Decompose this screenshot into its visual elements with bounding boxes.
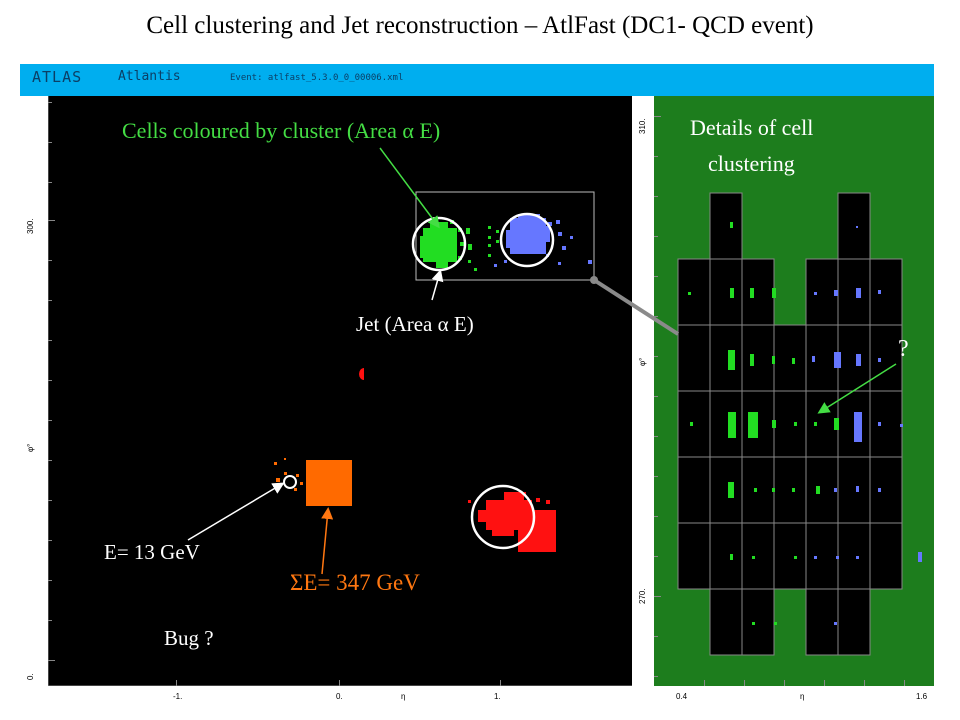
green-cells xyxy=(688,222,839,625)
x-tick-label: 0.4 xyxy=(676,692,688,701)
x-tick-label: 1. xyxy=(494,692,501,701)
orange-cell-cluster xyxy=(274,458,352,506)
annotation-cells-coloured: Cells coloured by cluster (Area α E) xyxy=(122,118,441,143)
x-tick-label: 0. xyxy=(336,692,343,701)
main-plot-panel: 300. φ° 0. -1. 0. η 1. xyxy=(20,96,632,708)
red-cell-cluster xyxy=(468,492,556,552)
annotation-sum-energy: ΣE= 347 GeV xyxy=(290,570,420,595)
x-axis-label: η xyxy=(401,692,406,701)
annotation-bug: Bug ? xyxy=(164,626,214,650)
arrow-cells xyxy=(379,147,440,229)
arrow-question xyxy=(817,363,897,414)
annotation-e13: E= 13 GeV xyxy=(104,540,200,564)
annotation-details: Details of cell clustering xyxy=(690,110,890,182)
zoom-link-line xyxy=(592,278,680,336)
annotation-details-line2: clustering xyxy=(708,151,795,176)
arrow-sum xyxy=(321,507,334,575)
blue-cells xyxy=(812,226,922,625)
detail-plot-panel: 310. φ° 270. 0.4 η 1.6 xyxy=(632,96,934,708)
atlas-logo: ATLAS xyxy=(32,68,83,86)
zoom-link-anchor xyxy=(590,276,598,284)
detail-canvas[interactable] xyxy=(654,96,934,686)
arrow-e13 xyxy=(187,482,285,541)
atlantis-header-bar: ATLAS Atlantis Event: atlfast_5.3.0_0_00… xyxy=(20,64,934,96)
eta-phi-canvas[interactable] xyxy=(47,96,632,687)
slide-title: Cell clustering and Jet reconstruction –… xyxy=(146,12,814,39)
atlantis-app-name: Atlantis xyxy=(118,69,181,84)
x-tick-label: 1.6 xyxy=(916,692,928,701)
jet-circle xyxy=(499,212,555,268)
annotation-details-line1: Details of cell xyxy=(690,115,814,140)
jet-circle xyxy=(470,484,536,550)
jet-circle-small xyxy=(283,475,297,489)
annotation-question: ? xyxy=(898,336,909,362)
annotation-jet: Jet (Area α E) xyxy=(356,312,474,336)
cell-grid xyxy=(677,192,903,656)
detail-axis-ticks xyxy=(654,116,905,686)
detail-svg xyxy=(654,116,922,686)
blue-cell-cluster xyxy=(494,214,592,267)
event-filename: Event: atlfast_5.3.0_0_00006.xml xyxy=(230,73,404,83)
x-axis-label: η xyxy=(800,692,805,701)
x-tick-label: -1. xyxy=(173,692,183,701)
arrow-jet xyxy=(431,269,444,301)
red-cell xyxy=(359,368,364,380)
zoom-selection-rect[interactable] xyxy=(415,191,595,281)
